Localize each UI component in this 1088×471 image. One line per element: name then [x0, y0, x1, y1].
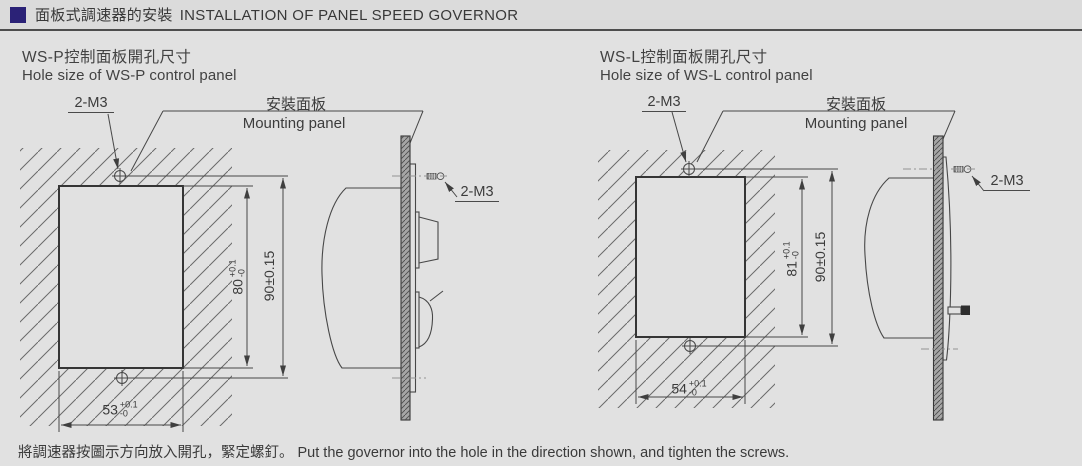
wsp-mounting-panel-label-zh: 安裝面板 — [265, 96, 326, 113]
wsl-mounting-panel-label-zh: 安裝面板 — [825, 96, 886, 113]
wsp-dimension-lines — [58, 175, 288, 432]
wsp-leader-lines — [107, 110, 424, 172]
wsl-diagram-title-zh: WS-L控制面板開孔尺寸 — [600, 49, 768, 66]
wsl-side-screw-leader — [971, 175, 985, 192]
wsl-centerlines — [903, 168, 975, 350]
wsl-dim-hole-height: 81 +0.1-0 — [781, 241, 801, 277]
wsp-dim-hole-height: 80 +0.1-0 — [227, 259, 247, 295]
wsp-front-view — [20, 110, 424, 432]
section-title: 面板式調速器的安裝 INSTALLATION OF PANEL SPEED GOV… — [35, 4, 518, 25]
wsl-mounting-panel-bar — [932, 135, 944, 421]
section-title-en: INSTALLATION OF PANEL SPEED GOVERNOR — [179, 7, 519, 24]
wsl-governor-body — [864, 177, 935, 339]
section-header: 面板式調速器的安裝 INSTALLATION OF PANEL SPEED GOV… — [0, 0, 1082, 31]
wsp-screw-hole-top-marker — [112, 168, 128, 184]
wsp-dim-hole-width: 53 +0.1-0 — [102, 399, 138, 418]
wsp-side-screw-leader — [444, 181, 458, 198]
wsl-dim-overall-height: 90±0.15 — [812, 231, 828, 283]
section-marker-icon — [10, 6, 26, 23]
wsl-dimension-lines — [635, 168, 838, 404]
wsp-governor-body — [321, 187, 403, 369]
section-title-zh: 面板式調速器的安裝 — [35, 7, 173, 24]
instruction-note-en: Put the governor into the hole in the di… — [297, 445, 790, 461]
wsp-side-view — [321, 135, 458, 421]
instruction-note: 將調速器按圖示方向放入開孔，緊定螺釘。Put the governor into… — [18, 441, 789, 462]
wsl-front-view — [598, 110, 956, 408]
wsl-side-screw-callout: 2-M3 — [984, 173, 1030, 191]
wsl-screw-callout: 2-M3 — [642, 94, 686, 112]
wsp-mounting-panel-bar — [400, 135, 411, 421]
wsl-shaft — [947, 305, 970, 315]
wsp-diagram-title-zh: WS-P控制面板開孔尺寸 — [22, 49, 192, 66]
wsl-leader-lines — [671, 110, 956, 163]
wsl-side-view — [864, 135, 985, 421]
wsp-lower-fitting — [414, 290, 444, 349]
instruction-note-zh: 將調速器按圖示方向放入開孔，緊定螺釘。 — [18, 445, 294, 461]
wsl-dim-hole-width: 54 +0.1-0 — [671, 378, 707, 397]
wsp-knob — [414, 211, 439, 269]
wsp-screw-callout: 2-M3 — [68, 95, 114, 113]
wsl-curved-front-flange — [942, 156, 952, 361]
wsp-centerlines — [392, 175, 447, 379]
wsl-screw-hole-top-marker — [681, 161, 697, 177]
wsp-dim-overall-height: 90±0.15 — [261, 250, 277, 302]
wsl-cutout-hole — [635, 176, 746, 338]
wsp-cutout-hole — [58, 185, 184, 369]
wsp-screw-hole-bottom-marker — [114, 370, 130, 386]
wsl-screw-hole-bottom-marker — [682, 338, 698, 354]
wsl-diagram-title-en: Hole size of WS-L control panel — [600, 67, 813, 84]
wsp-diagram-title-en: Hole size of WS-P control panel — [22, 67, 237, 84]
wsp-mounting-panel-label-en: Mounting panel — [242, 115, 346, 132]
wsp-side-screw-callout: 2-M3 — [455, 184, 499, 202]
wsl-mounting-panel-label-en: Mounting panel — [804, 115, 908, 132]
